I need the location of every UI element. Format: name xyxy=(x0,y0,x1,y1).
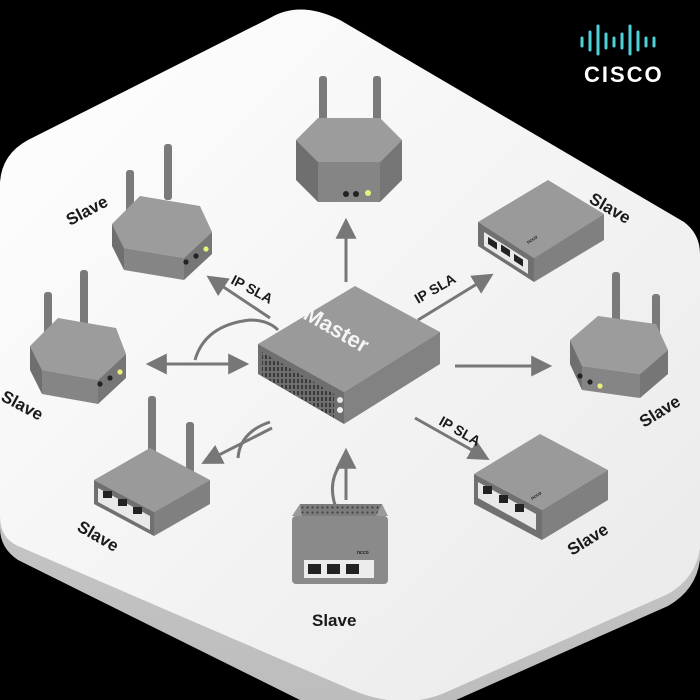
cisco-logo: CISCO xyxy=(580,24,664,87)
slave-label: Slave xyxy=(312,611,356,630)
slave-lower-left-switch xyxy=(94,396,210,536)
svg-text:ncco: ncco xyxy=(530,490,543,501)
slave-top-access-point xyxy=(296,76,402,202)
slave-left-access-point xyxy=(30,270,126,404)
slave-right-access-point xyxy=(570,272,668,398)
slave-lower-right-switch: ncco xyxy=(474,434,608,540)
svg-text:ncco: ncco xyxy=(357,550,369,556)
master-device: Master xyxy=(258,286,440,424)
slave-upper-left-access-point xyxy=(112,144,212,280)
arrow-curve-left xyxy=(193,318,280,361)
arrow-to-lower-left-slave xyxy=(201,426,273,464)
cisco-wordmark: CISCO xyxy=(584,62,664,87)
arrow-to-upper-right-slave xyxy=(417,273,494,322)
arrow-to-lower-right-slave xyxy=(414,416,490,461)
arrow-curve-bottom xyxy=(330,458,346,509)
slave-bottom-switch: ncco xyxy=(292,504,388,584)
slave-upper-right-switch: ncco xyxy=(478,180,604,282)
arrow-to-upper-left-slave xyxy=(206,275,271,320)
arrow-curve-lower-left xyxy=(236,420,271,459)
svg-text:ncco: ncco xyxy=(526,234,539,245)
cisco-bridge-bars-icon xyxy=(580,24,656,56)
connection-arrows xyxy=(145,217,553,509)
